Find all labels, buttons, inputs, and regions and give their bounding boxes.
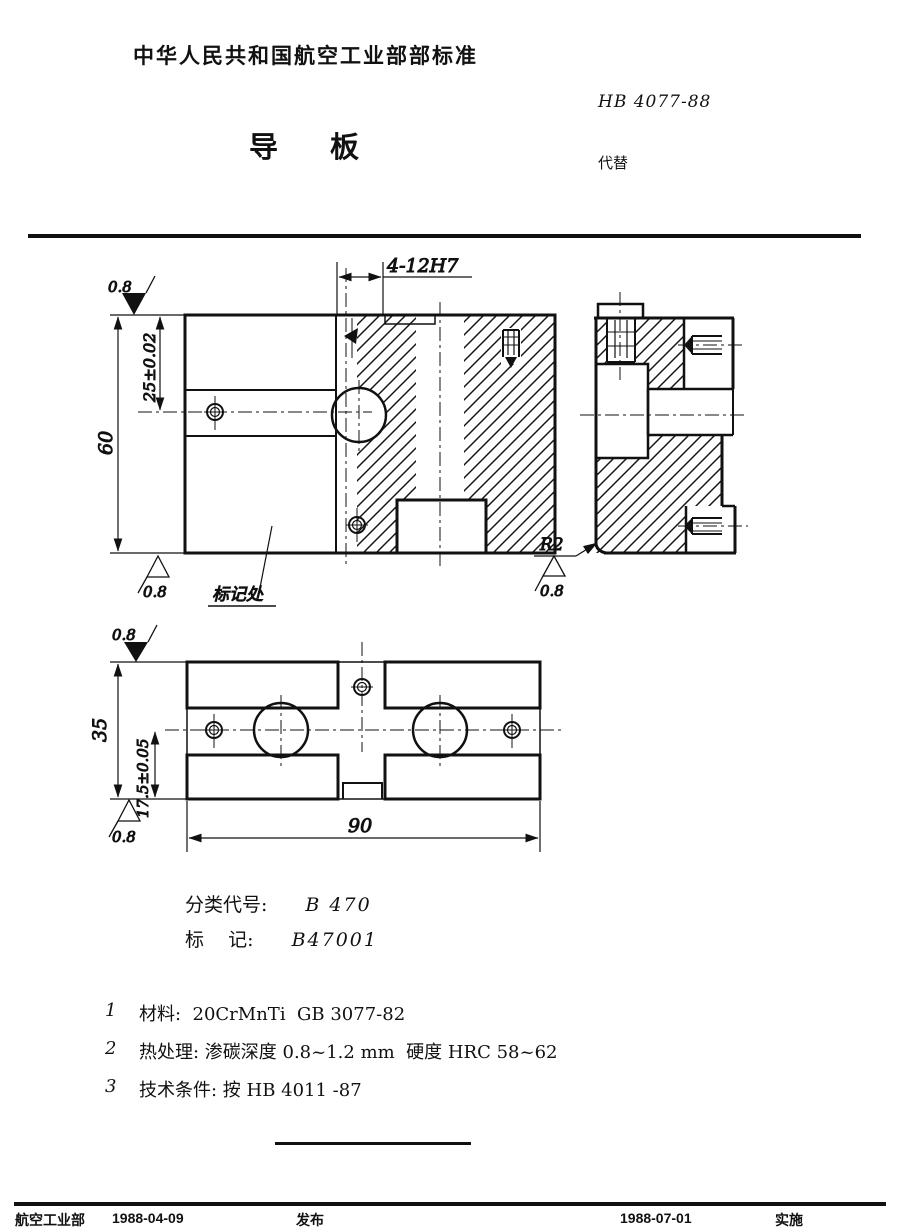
ministry-standard-title: 中华人民共和国航空工业部部标准 xyxy=(133,45,478,68)
front-view-dimensions: 4-12H7 60 25±0.02 0.8 0.8 标记处 xyxy=(95,255,472,607)
screw-front-left xyxy=(204,396,226,430)
note-number: 3 xyxy=(105,1076,117,1097)
header-rule xyxy=(28,234,861,238)
set-screw-front-right xyxy=(501,328,521,368)
note-row-heat-treatment: 2 热处理: 渗碳深度 0.8~1.2 mm 硬度 HRC 58~62 xyxy=(105,1038,558,1064)
footer-publish-label: 发布 xyxy=(296,1212,324,1228)
roughness-mark-plan-top: 0.8 xyxy=(112,624,158,662)
plan-view-dimensions: 35 17.5±0.05 90 0.8 0.8 xyxy=(89,624,541,852)
plan-view xyxy=(165,642,562,801)
footer-issuer: 航空工业部 xyxy=(15,1212,85,1228)
dim-60-label: 60 xyxy=(95,431,117,455)
divider-line xyxy=(275,1142,471,1145)
dim-25-label: 25±0.02 xyxy=(140,333,159,403)
footer-issue-date: 1988-04-09 xyxy=(112,1210,184,1226)
roughness-mark-front-bottom: 0.8 xyxy=(137,554,171,602)
note-number: 1 xyxy=(105,1000,117,1021)
screw-plan-left xyxy=(203,714,225,748)
screw-plan-right xyxy=(501,714,523,748)
marking-location-label: 标记处 xyxy=(212,585,264,605)
roughness-label: 0.8 xyxy=(112,626,136,644)
dim-17-5-label: 17.5±0.05 xyxy=(134,739,152,818)
roughness-mark-plan-bottom: 0.8 xyxy=(108,798,142,847)
classification-code-label: 分类代号: xyxy=(185,894,268,916)
dim-90-label: 90 xyxy=(348,815,372,837)
classification-mark-value: B47001 xyxy=(291,929,378,951)
page-title: 导板 xyxy=(249,130,412,164)
marking-location: 标记处 xyxy=(208,525,276,607)
screw-front-bottom xyxy=(346,508,368,542)
front-view xyxy=(138,268,557,570)
replaces-label: 代替 xyxy=(598,154,629,172)
dim-35-label: 35 xyxy=(89,718,111,742)
footer-effective-label: 实施 xyxy=(775,1212,803,1228)
roughness-mark-front-top: 0.8 xyxy=(108,275,156,315)
bottom-boss xyxy=(395,498,488,555)
footer-rule xyxy=(14,1202,886,1206)
note-row-technical-conditions: 3 技术条件: 按 HB 4011 -87 xyxy=(105,1076,362,1102)
side-view: R2 0.8 xyxy=(534,292,748,601)
classification-code-row: 分类代号: B 470 xyxy=(185,890,372,917)
footer-effective-date: 1988-07-01 xyxy=(620,1210,692,1226)
note-text: 材料: 20CrMnTi GB 3077-82 xyxy=(139,1004,406,1025)
dim-r2-label: R2 xyxy=(539,535,564,555)
set-screw-front-top xyxy=(344,318,358,358)
roughness-label: 0.8 xyxy=(112,828,136,846)
roughness-label: 0.8 xyxy=(540,582,564,600)
dim-4-12h7-label: 4-12H7 xyxy=(386,255,459,277)
note-text: 热处理: 渗碳深度 0.8~1.2 mm 硬度 HRC 58~62 xyxy=(139,1042,558,1063)
note-text: 技术条件: 按 HB 4011 -87 xyxy=(139,1080,362,1101)
roughness-label: 0.8 xyxy=(143,583,167,601)
roughness-label: 0.8 xyxy=(108,278,132,296)
technical-drawing: 4-12H7 60 25±0.02 0.8 0.8 标记处 xyxy=(89,255,748,852)
r2-callout: R2 xyxy=(534,535,598,557)
screw-side-top xyxy=(606,318,636,363)
standard-number: HB 4077-88 xyxy=(598,92,712,112)
classification-mark-label: 标 记: xyxy=(185,929,254,951)
note-row-material: 1 材料: 20CrMnTi GB 3077-82 xyxy=(105,1000,405,1026)
roughness-mark-side-bottom: 0.8 xyxy=(534,554,567,601)
note-number: 2 xyxy=(105,1038,117,1059)
classification-mark-row: 标 记: B47001 xyxy=(185,925,378,952)
classification-code-value: B 470 xyxy=(305,894,372,916)
